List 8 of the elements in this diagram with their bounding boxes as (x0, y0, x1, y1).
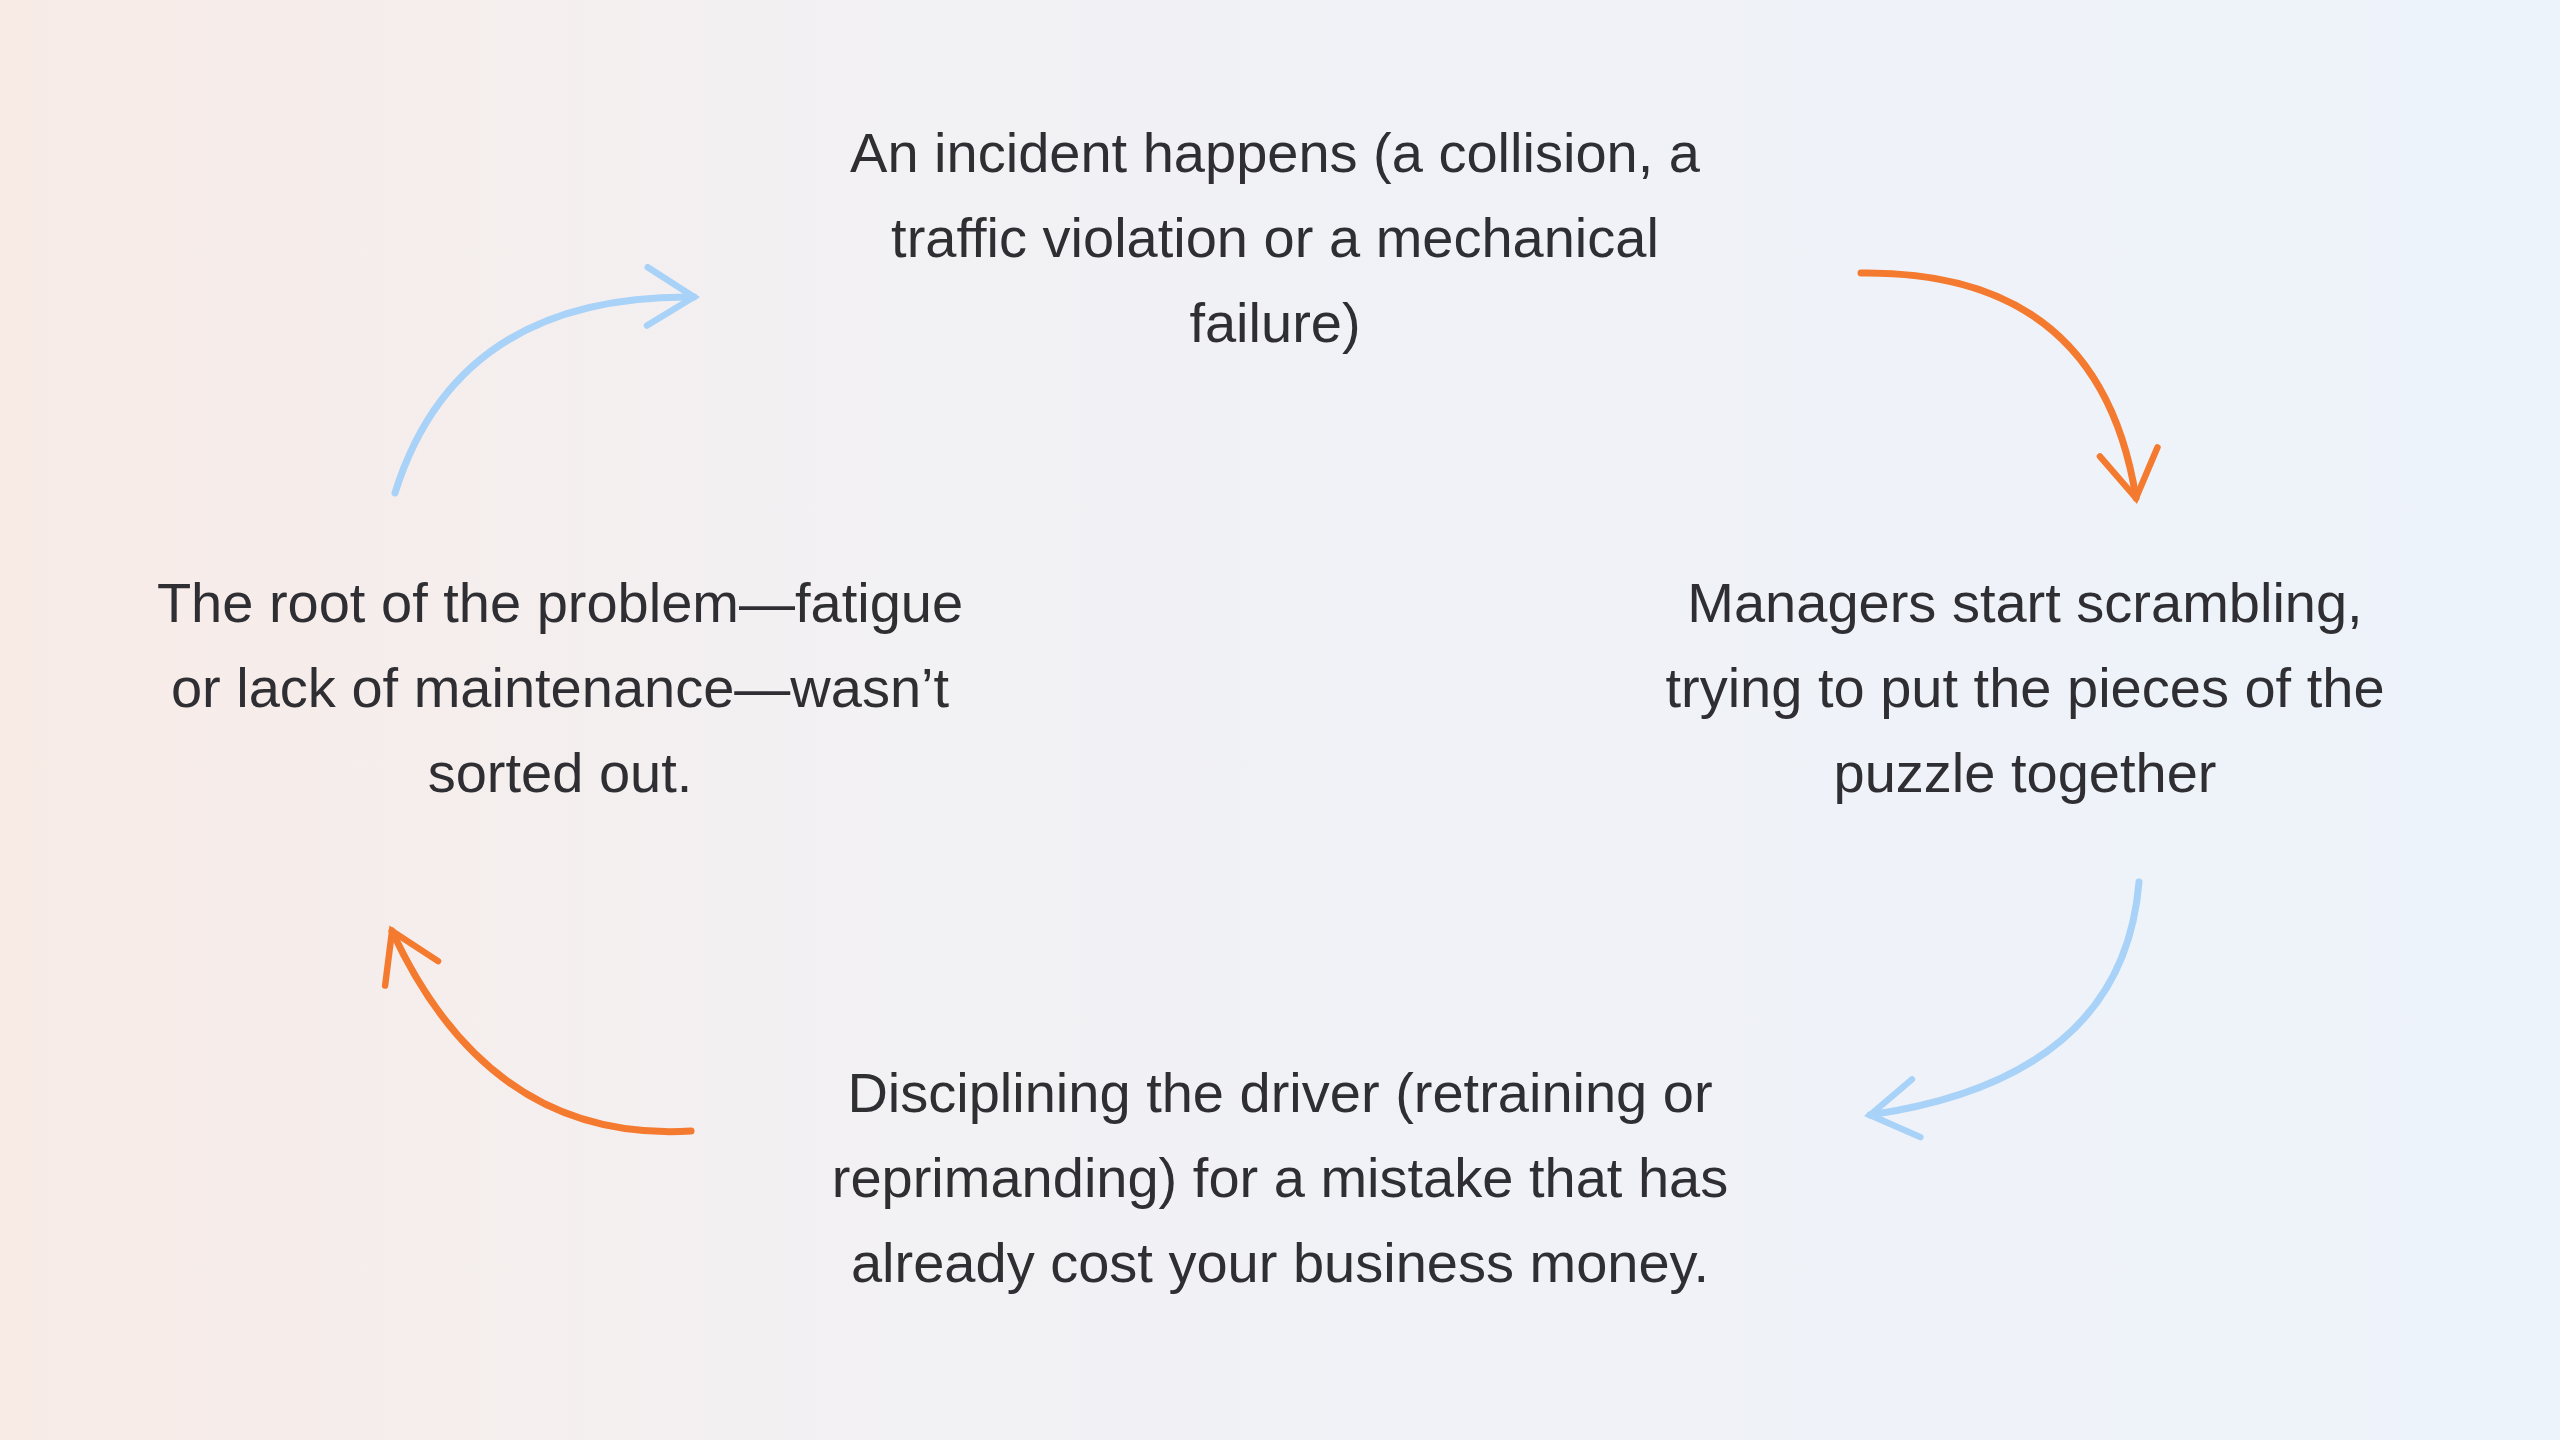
step-text: Disciplining the driver (retraining or reprimanding) for a mistake that has already cost your business money. (831, 1061, 1729, 1294)
curved-arrow (1857, 269, 2159, 502)
curved-arrow (391, 265, 698, 497)
curved-arrow (383, 927, 695, 1135)
curved-arrow (1866, 878, 2143, 1139)
step-text: The root of the problem—fatigue or lack of maintenance—wasn’t sorted out. (156, 571, 964, 804)
step-text: Managers start scrambling, trying to put the pieces of the puzzle together (1665, 571, 2385, 804)
step-text: An incident happens (a collision, a traffic violation or a mechanical failure) (850, 121, 1700, 354)
